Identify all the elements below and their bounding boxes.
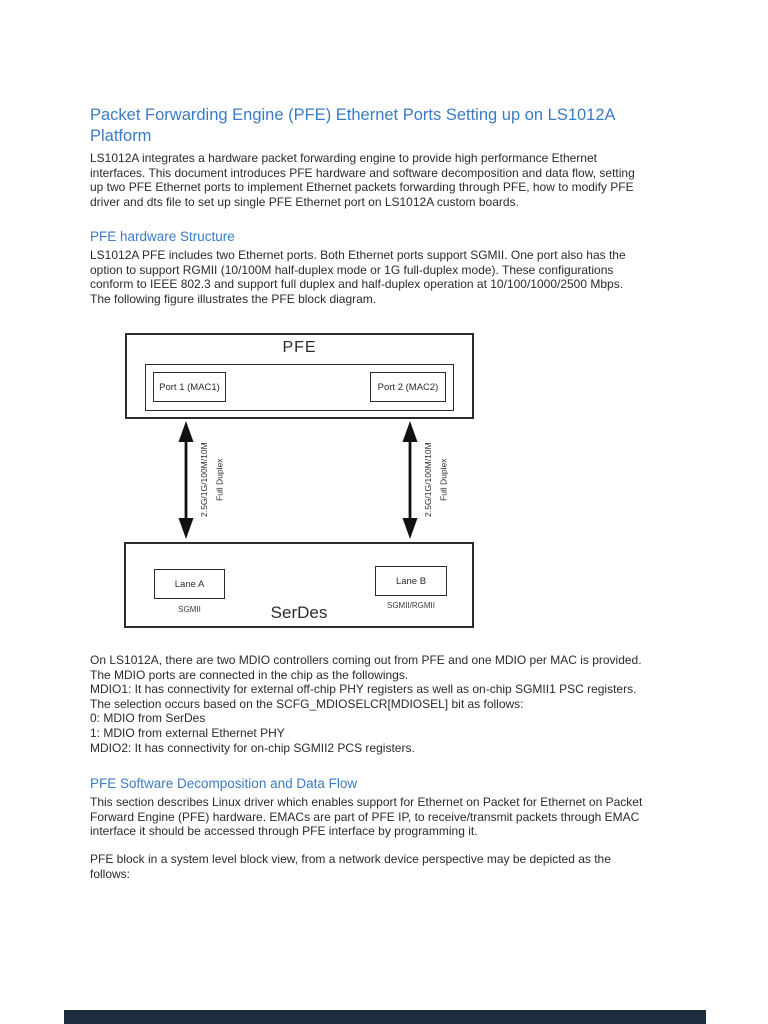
left-vertical-double-arrow-icon xyxy=(175,421,197,539)
serdes-box-label: SerDes xyxy=(270,603,328,622)
left-link-speed-label: 2.5G/1G/100M/10M Full Duplex xyxy=(199,442,225,518)
section-heading-software: PFE Software Decomposition and Data Flow xyxy=(90,776,358,791)
lane-b-box: Lane B xyxy=(375,566,447,596)
port1-mac1-box: Port 1 (MAC1) xyxy=(153,372,226,402)
right-vertical-double-arrow-icon xyxy=(399,421,421,539)
serdes-box: Lane A Lane B SGMII SGMII/RGMII SerDes xyxy=(124,542,474,628)
paragraph-pfe-block-view: PFE block in a system level block view, … xyxy=(90,852,611,881)
paragraph-mdio: On LS1012A, there are two MDIO controlle… xyxy=(90,653,642,755)
port2-mac2-box: Port 2 (MAC2) xyxy=(370,372,446,402)
page-title: Packet Forwarding Engine (PFE) Ethernet … xyxy=(90,106,616,145)
section-heading-hardware: PFE hardware Structure xyxy=(90,229,235,244)
lane-a-box: Lane A xyxy=(154,569,225,599)
lane-b-label: Lane B xyxy=(395,575,427,587)
lane-a-mode-label: SGMII xyxy=(178,605,201,614)
paragraph-software: This section describes Linux driver whic… xyxy=(90,795,643,839)
paragraph-intro: LS1012A integrates a hardware packet for… xyxy=(90,151,635,209)
next-page-edge-bar xyxy=(64,1010,706,1024)
lane-b-mode-label: SGMII/RGMII xyxy=(387,601,435,610)
pfe-box-label: PFE xyxy=(282,339,317,356)
pfe-box: PFE Port 1 (MAC1) Port 2 (MAC2) xyxy=(125,333,474,419)
paragraph-hardware: LS1012A PFE includes two Ethernet ports.… xyxy=(90,248,626,306)
pfe-ports-container: Port 1 (MAC1) Port 2 (MAC2) xyxy=(145,364,454,411)
lane-a-label: Lane A xyxy=(174,578,205,590)
port2-label: Port 2 (MAC2) xyxy=(377,381,439,393)
port1-label: Port 1 (MAC1) xyxy=(159,381,220,393)
right-link-speed-label: 2.5G/1G/100M/10M Full Duplex xyxy=(423,442,449,518)
